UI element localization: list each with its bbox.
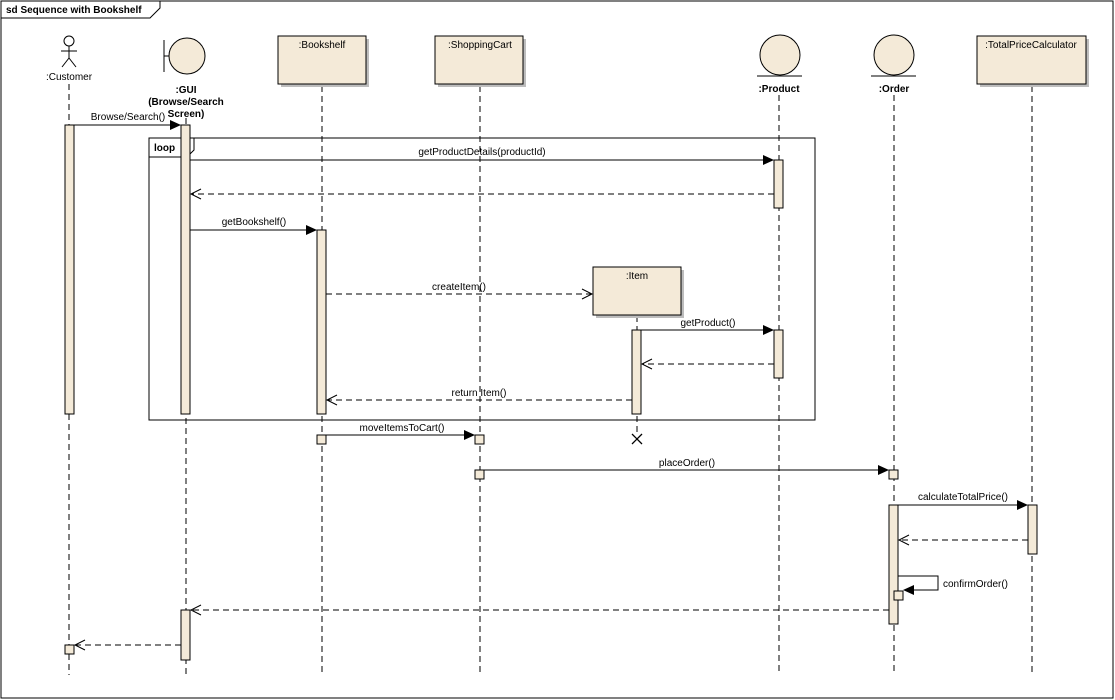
frame-title: sd Sequence with Bookshelf — [6, 5, 142, 16]
message-label: placeOrder() — [659, 458, 715, 469]
message-label: return Item() — [451, 388, 506, 399]
activation-order-nested — [893, 590, 904, 601]
activation-item — [631, 329, 642, 415]
activation-product-2 — [773, 329, 784, 379]
activation-product-1 — [773, 159, 784, 209]
customer-label: :Customer — [46, 72, 93, 83]
message-place-order: placeOrder() — [484, 458, 889, 475]
message-label: getBookshelf() — [222, 217, 286, 228]
return-total-price — [897, 534, 1028, 546]
actor-customer — [61, 35, 77, 68]
return-order-to-gui — [189, 604, 889, 616]
bookshelf-label: :Bookshelf — [299, 40, 346, 51]
message-get-product: getProduct() — [641, 318, 774, 335]
message-browse-search: Browse/Search() — [74, 112, 181, 130]
entity-icon — [873, 34, 915, 76]
message-label: moveItemsToCart() — [359, 423, 444, 434]
product-entity-symbol — [757, 34, 802, 77]
activation-customer-small — [64, 644, 75, 655]
activation-calculator — [1027, 504, 1038, 555]
gui-label-line3: Screen) — [168, 109, 205, 120]
message-label: createItem() — [432, 282, 486, 293]
message-get-bookshelf: getBookshelf() — [190, 217, 317, 235]
loop-fragment — [148, 137, 816, 421]
message-label: Browse/Search() — [91, 112, 165, 123]
return-product — [640, 358, 774, 370]
message-label: getProduct() — [680, 318, 735, 329]
message-confirm-order: confirmOrder() — [898, 575, 1008, 595]
message-label: getProductDetails(productId) — [418, 147, 545, 158]
shopping-cart-box — [434, 35, 524, 85]
activation-bookshelf-small — [316, 434, 327, 445]
product-label: :Product — [758, 84, 800, 95]
cart-label: :ShoppingCart — [448, 40, 512, 51]
return-product-details — [189, 188, 774, 200]
message-return-item: return Item() — [325, 388, 632, 406]
entity-icon — [759, 34, 801, 76]
activation-order-small — [888, 469, 899, 480]
message-label: confirmOrder() — [943, 579, 1008, 590]
item-box — [592, 266, 682, 316]
frame-title-tab — [1, 1, 161, 19]
message-create-item: createItem() — [326, 282, 594, 300]
gui-label-line1: :GUI — [175, 85, 196, 96]
activation-customer — [64, 124, 75, 415]
message-calculate-total-price: calculateTotalPrice() — [898, 492, 1028, 510]
bookshelf-box — [277, 35, 367, 85]
item-label: :Item — [626, 271, 648, 282]
loop-operator: loop — [154, 143, 175, 154]
message-get-product-details: getProductDetails(productId) — [190, 147, 774, 165]
message-move-items-to-cart: moveItemsToCart() — [326, 423, 475, 440]
order-label: :Order — [879, 84, 910, 95]
activation-gui — [180, 124, 191, 415]
activation-order — [888, 504, 899, 625]
item-destroy-mark — [631, 433, 643, 445]
return-gui-to-customer — [73, 639, 181, 651]
message-label: calculateTotalPrice() — [918, 492, 1008, 503]
calculator-box — [976, 35, 1087, 85]
activation-cart-small-1 — [474, 434, 485, 445]
calculator-label: :TotalPriceCalculator — [985, 40, 1077, 51]
activation-gui-2 — [180, 609, 191, 661]
activation-bookshelf — [316, 229, 327, 415]
gui-boundary-symbol — [163, 37, 206, 75]
actor-icon — [63, 35, 75, 47]
activation-cart-small-2 — [474, 469, 485, 480]
order-entity-symbol — [871, 34, 916, 77]
gui-label-line2: (Browse/Search — [148, 97, 224, 108]
